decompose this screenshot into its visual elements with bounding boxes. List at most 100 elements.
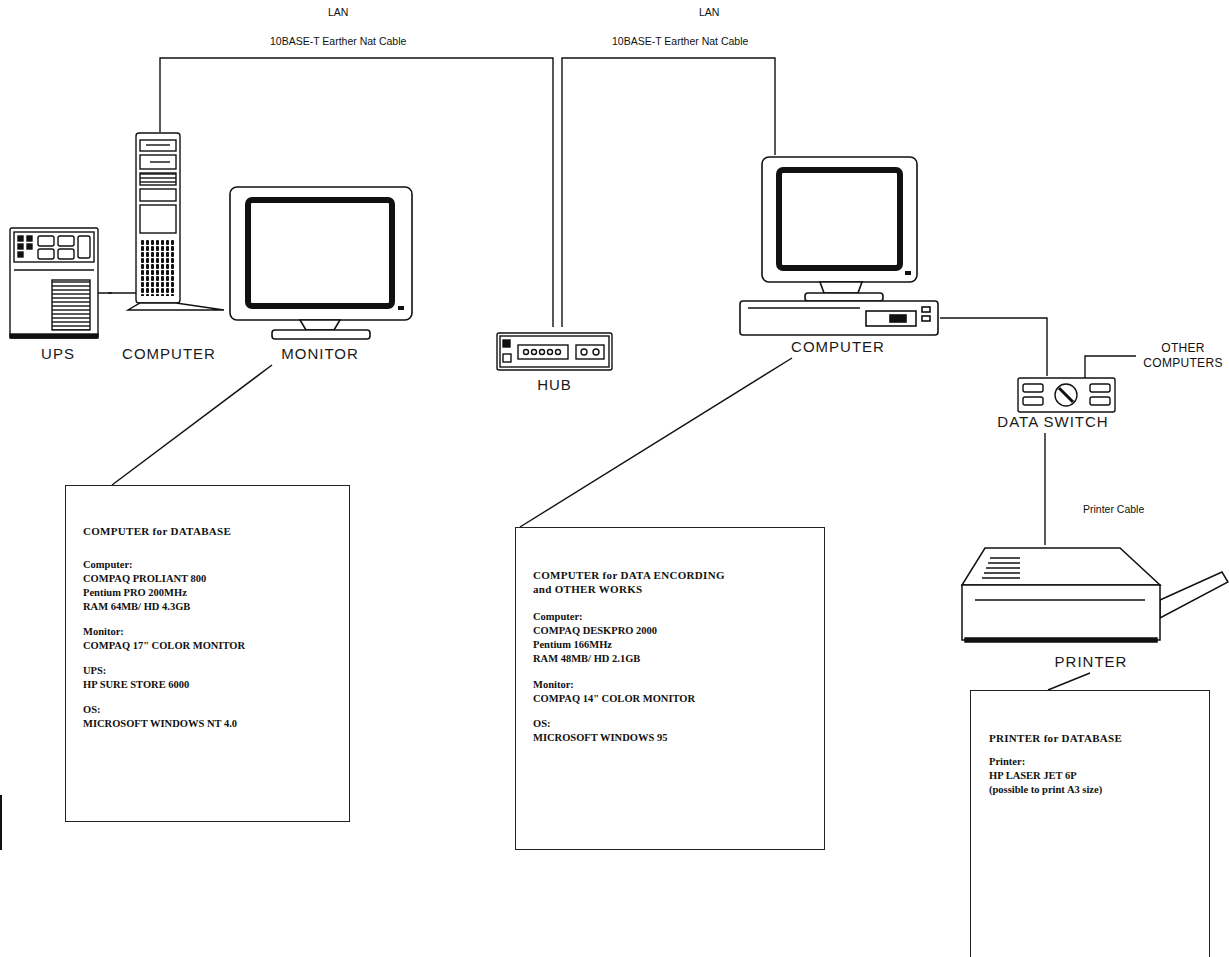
- monitor: MONITOR: [226, 183, 414, 365]
- ups-illustration: [38, 249, 54, 259]
- printer: PRINTER: [955, 545, 1227, 673]
- ups-illustration: [14, 269, 94, 270]
- spec-line: MICROSOFT WINDOWS NT 4.0: [83, 717, 237, 731]
- data-switch-illustration: [1023, 397, 1043, 405]
- monitor-illustration: [230, 187, 412, 339]
- destination-label: OTHER COMPUTERS: [1140, 341, 1226, 371]
- desktop-computer-illustration: [866, 311, 916, 326]
- network-label: LAN: [697, 6, 721, 19]
- server-computer: COMPUTER: [112, 132, 226, 365]
- desktop-computer-illustration: [805, 293, 883, 301]
- ups-illustration: [78, 236, 90, 258]
- desktop-computer-illustration: [922, 316, 930, 321]
- spec-line: HP SURE STORE 6000: [83, 678, 189, 692]
- data-switch-illustration: [1090, 384, 1110, 392]
- device-label: COMPUTER: [791, 338, 885, 355]
- ups-illustration: [18, 244, 23, 249]
- monitor-illustration: [272, 330, 370, 339]
- ups-illustration: [27, 244, 32, 249]
- spec-line: OS:: [83, 703, 101, 717]
- hub-illustration: [581, 349, 587, 355]
- spec-line: Monitor:: [83, 625, 124, 639]
- monitor-illustration: [398, 306, 404, 310]
- ups-illustration: [10, 228, 98, 338]
- tower-computer-illustration: [128, 133, 224, 310]
- desktop-computer-illustration: [820, 282, 862, 293]
- network-hub: HUB: [492, 327, 617, 396]
- printer-illustration: [962, 548, 1228, 642]
- device-label: PRINTER: [1055, 653, 1128, 670]
- spec-line: RAM 64MB/ HD 4.3GB: [83, 600, 190, 614]
- cable-to-other-computers: [1085, 356, 1136, 378]
- spec-line: MICROSOFT WINDOWS 95: [533, 731, 667, 745]
- ups-illustration: [58, 249, 74, 259]
- tower-computer-illustration: [128, 303, 224, 310]
- tower-computer-illustration: [146, 144, 170, 145]
- printer-illustration: [962, 585, 1160, 640]
- hub-illustration: [518, 345, 568, 359]
- ups-illustration: [38, 236, 54, 246]
- tower-computer-illustration: [140, 155, 176, 169]
- spec-line: Pentium PRO 200MHz: [83, 586, 187, 600]
- spec-line: OS:: [533, 717, 551, 731]
- hub-illustration: [497, 333, 612, 370]
- monitor-illustration: [300, 320, 340, 330]
- spec-line: COMPAQ 17" COLOR MONITOR: [83, 639, 245, 653]
- data-switch-illustration: [1055, 384, 1077, 406]
- hub-illustration: [593, 349, 599, 355]
- tower-computer-illustration: [140, 173, 176, 185]
- device-label: DATA SWITCH: [997, 413, 1108, 430]
- tower-computer-illustration: [140, 140, 176, 151]
- ups-illustration: [27, 236, 32, 241]
- desktop-computer-illustration: [740, 301, 938, 335]
- hub-illustration: [576, 345, 604, 359]
- spec-line: UPS:: [83, 664, 106, 678]
- lan-cable: [160, 58, 553, 327]
- ups-illustration: [18, 236, 23, 241]
- data-cable: [940, 318, 1047, 376]
- network-label: LAN: [326, 6, 350, 19]
- monitor-illustration: [248, 200, 392, 306]
- callout-heading: COMPUTER for DATA ENCORDING and OTHER WO…: [533, 568, 738, 596]
- spec-callout: COMPUTER for DATA ENCORDING and OTHER WO…: [515, 527, 825, 850]
- spec-line: Computer:: [83, 558, 133, 572]
- cable-label: 10BASE-T Earther Nat Cable: [268, 35, 408, 48]
- printer-illustration: [986, 567, 1020, 569]
- printer-illustration: [975, 599, 1145, 601]
- hub-illustration: [503, 340, 510, 347]
- device-label: UPS: [41, 345, 75, 362]
- spec-line: RAM 48MB/ HD 2.1GB: [533, 652, 640, 666]
- data-switch-illustration: [1018, 378, 1115, 412]
- hub-illustration: [497, 333, 612, 370]
- device-label: MONITOR: [281, 345, 359, 362]
- hub-illustration: [524, 350, 529, 355]
- ups-illustration: [10, 228, 98, 338]
- lan-cable: [562, 58, 775, 327]
- power-cable-stub: [98, 292, 136, 293]
- desktop-computer-illustration: [748, 307, 860, 309]
- hub-illustration: [548, 350, 553, 355]
- printer-illustration: [962, 548, 1160, 585]
- data-switch: DATA SWITCH: [982, 376, 1124, 433]
- data-switch-illustration: [1018, 378, 1115, 412]
- desktop-computer-illustration: [922, 307, 930, 312]
- hub-illustration: [532, 350, 537, 355]
- desktop-computer-illustration: [740, 157, 938, 335]
- cable-label: Printer Cable: [1081, 503, 1146, 516]
- printer-illustration: [1160, 572, 1228, 618]
- printer-illustration: [988, 562, 1020, 564]
- device-label: HUB: [537, 376, 572, 393]
- printer-illustration: [990, 557, 1020, 559]
- spec-line: COMPAQ 14" COLOR MONITOR: [533, 692, 695, 706]
- power-cable: [108, 292, 112, 293]
- desktop-computer-illustration: [779, 170, 900, 268]
- spec-line: HP LASER JET 6P: [989, 769, 1077, 783]
- desktop-computer-illustration: [762, 157, 917, 282]
- printer-illustration: [982, 577, 1020, 579]
- spec-line: Pentium 166MHz: [533, 638, 612, 652]
- leader-line: [520, 358, 792, 527]
- spec-callout: PRINTER for DATABASEPrinter:HP LASER JET…: [970, 690, 1210, 957]
- leader-line: [1048, 673, 1090, 690]
- printer-illustration: [984, 572, 1020, 574]
- device-label: COMPUTER: [122, 345, 216, 362]
